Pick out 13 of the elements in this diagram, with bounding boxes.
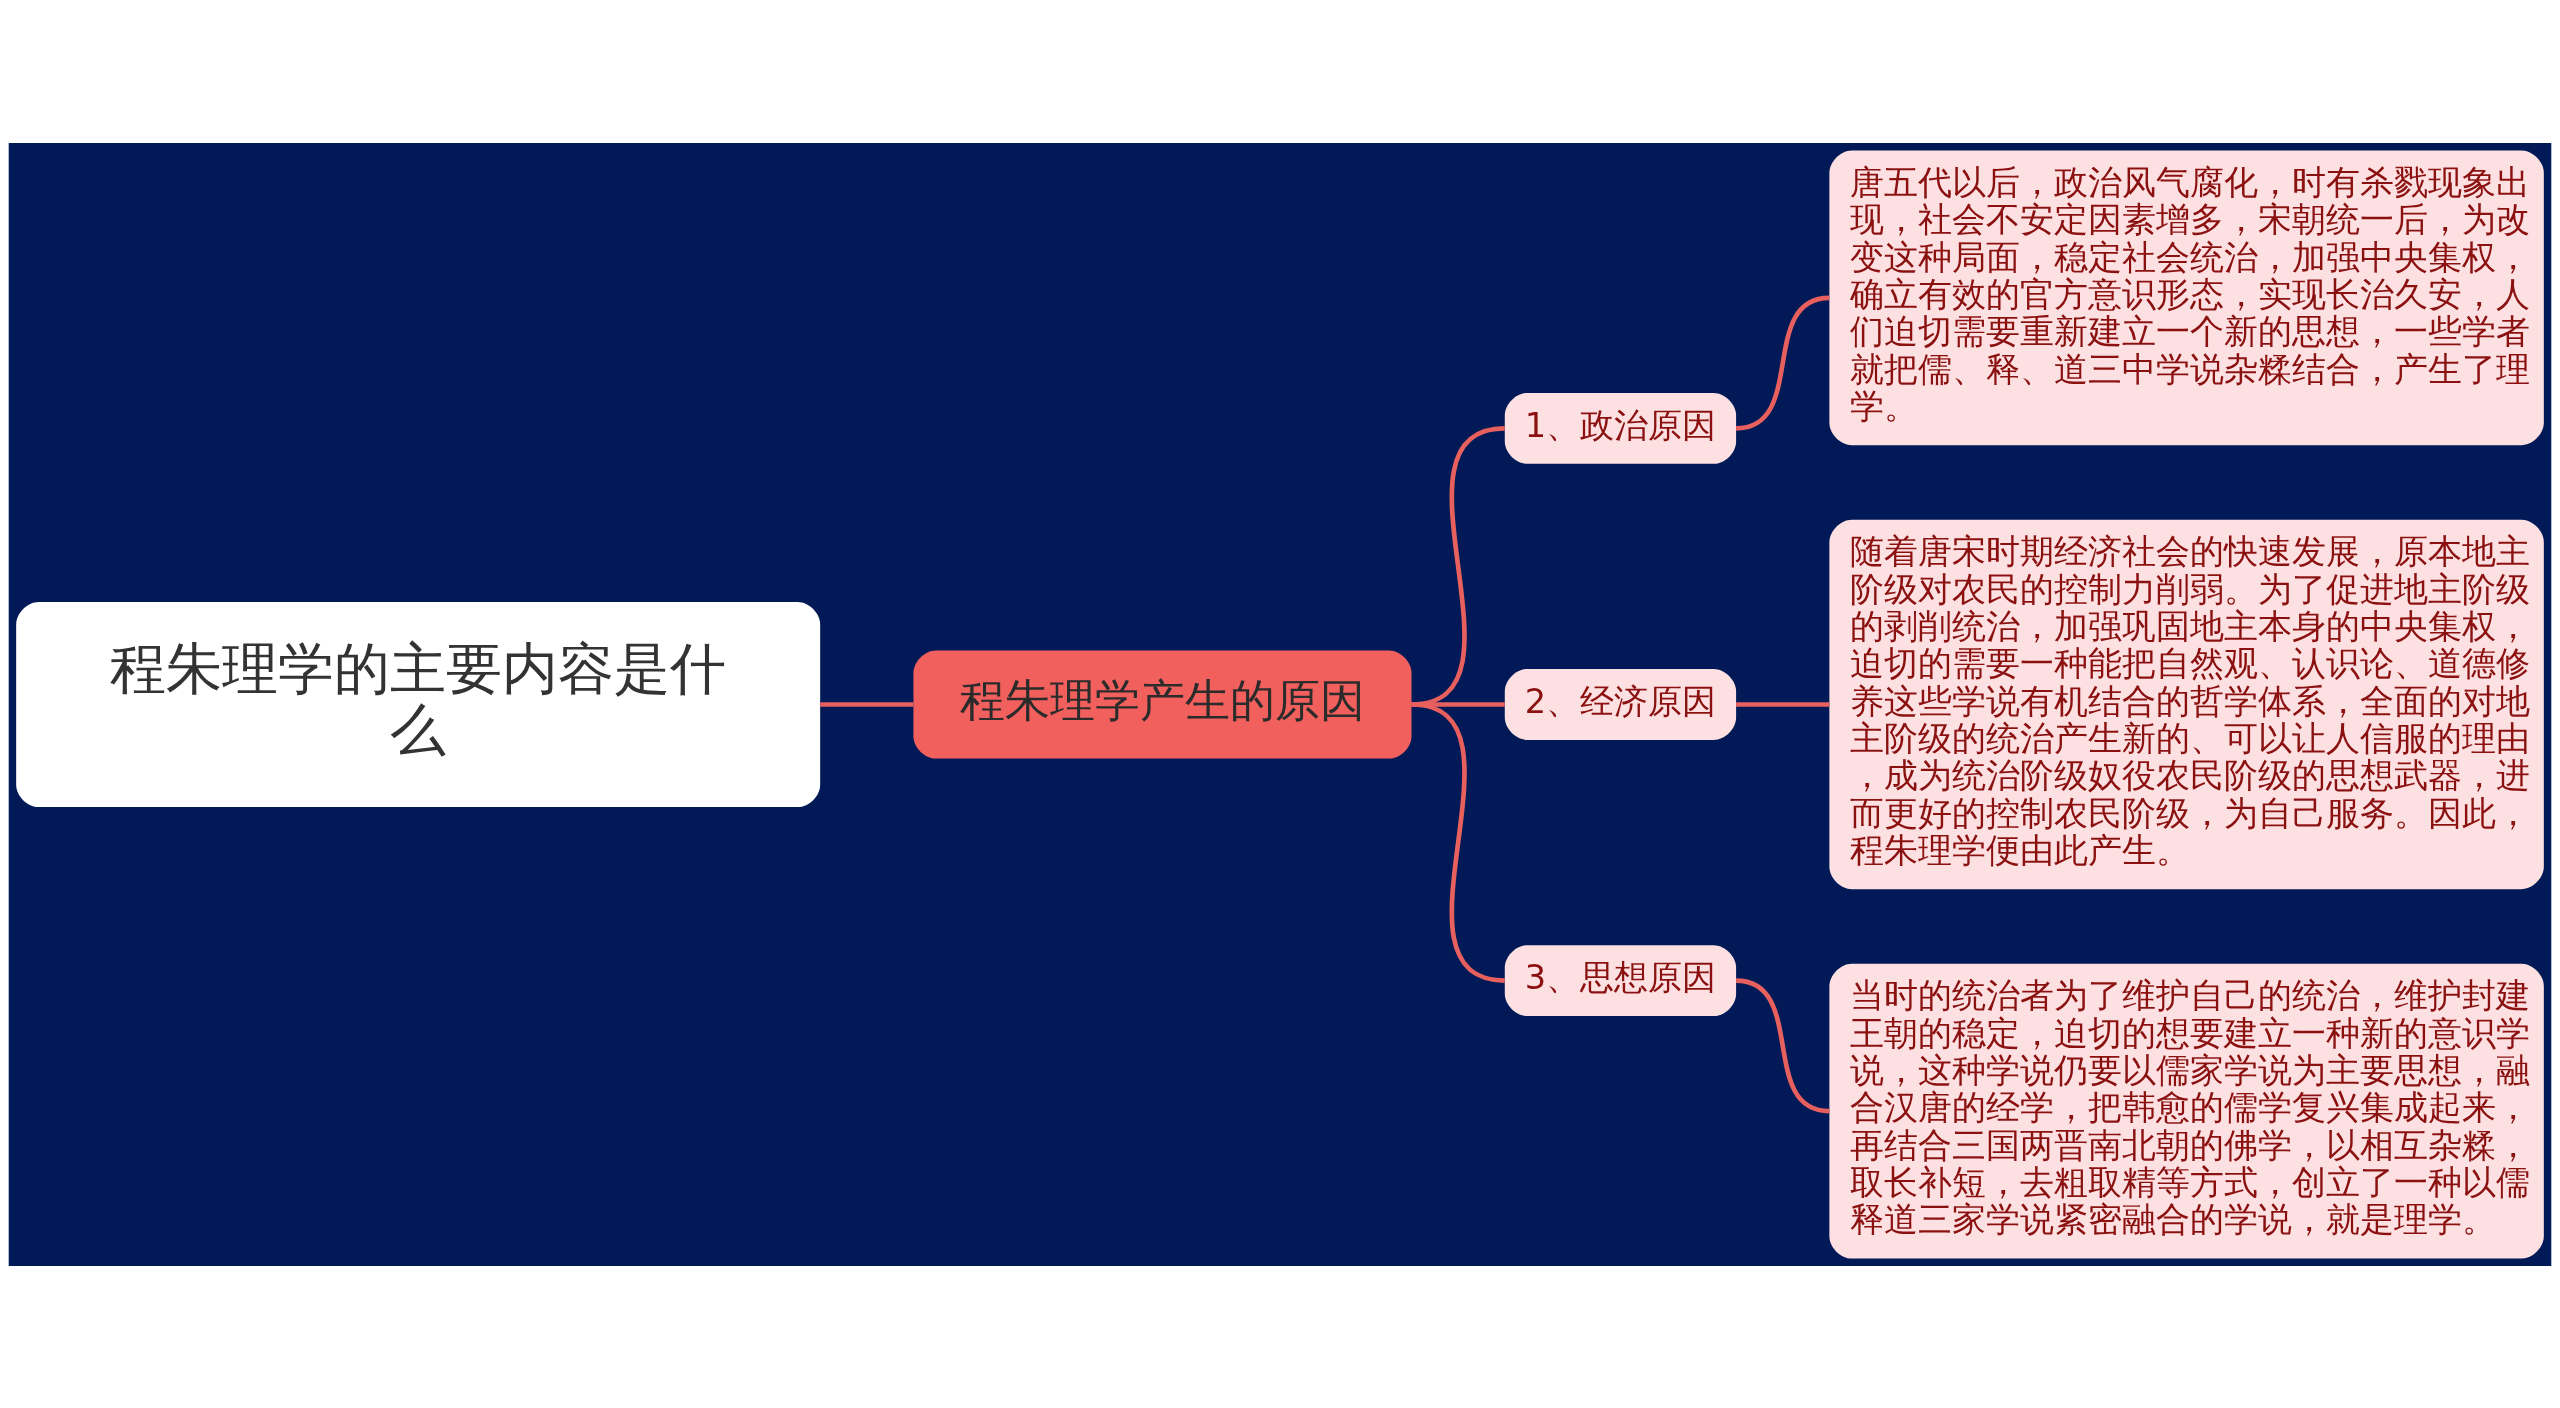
connector [1735, 295, 1830, 431]
node-box: 2、经济原因 [1504, 668, 1737, 740]
connector [1411, 701, 1506, 983]
node-box: 3、思想原因 [1504, 944, 1737, 1016]
connector [1736, 701, 1830, 707]
node-box: 1、政治原因 [1504, 392, 1737, 464]
node-box: 随着唐宋时期经济社会的快速发展，原本地主阶级对农民的控制力削弱。为了促进地主阶级的剥削统治，加强巩固地主本身的中央集权，迫切的需要一种能把自然观、认识论、道德修养这些学说有机结合的哲学体系，全面的对地主阶级的统治产生新的、可以让人信服的理由，成为统治阶级奴役农民阶级的思想武器，进而更好的控制农民阶级，为自己服务。因此，程朱理学便由此产生。 [1829, 519, 2544, 889]
node-box: 当时的统治者为了维护自己的统治，维护封建王朝的稳定，迫切的想要建立一种新的意识学说，这种学说仍要以儒家学说为主要思想，融合汉唐的经学，把韩愈的儒学复兴集成起来，再结合三国两晋南北朝的佛学，以相互杂糅，取长补短，去粗取精等方式，创立了一种以儒释道三家学说紧密融合的学说，就是理学。 [1829, 963, 2544, 1259]
connector [820, 701, 914, 707]
node-box: 唐五代以后，政治风气腐化，时有杀戮现象出现，社会不安定因素增多，宋朝统一后，为改变这种局面，稳定社会统治，加强中央集权，确立有效的官方意识形态，实现长治久安，人们迫切需要重新建立一个新的思想，一些学者就把儒、释、道三中学说杂糅结合，产生了理学。 [1829, 149, 2544, 445]
connector [1735, 977, 1830, 1113]
node-box: 程朱理学的主要内容是什么 [16, 601, 821, 807]
node-box: 程朱理学产生的原因 [913, 649, 1412, 759]
